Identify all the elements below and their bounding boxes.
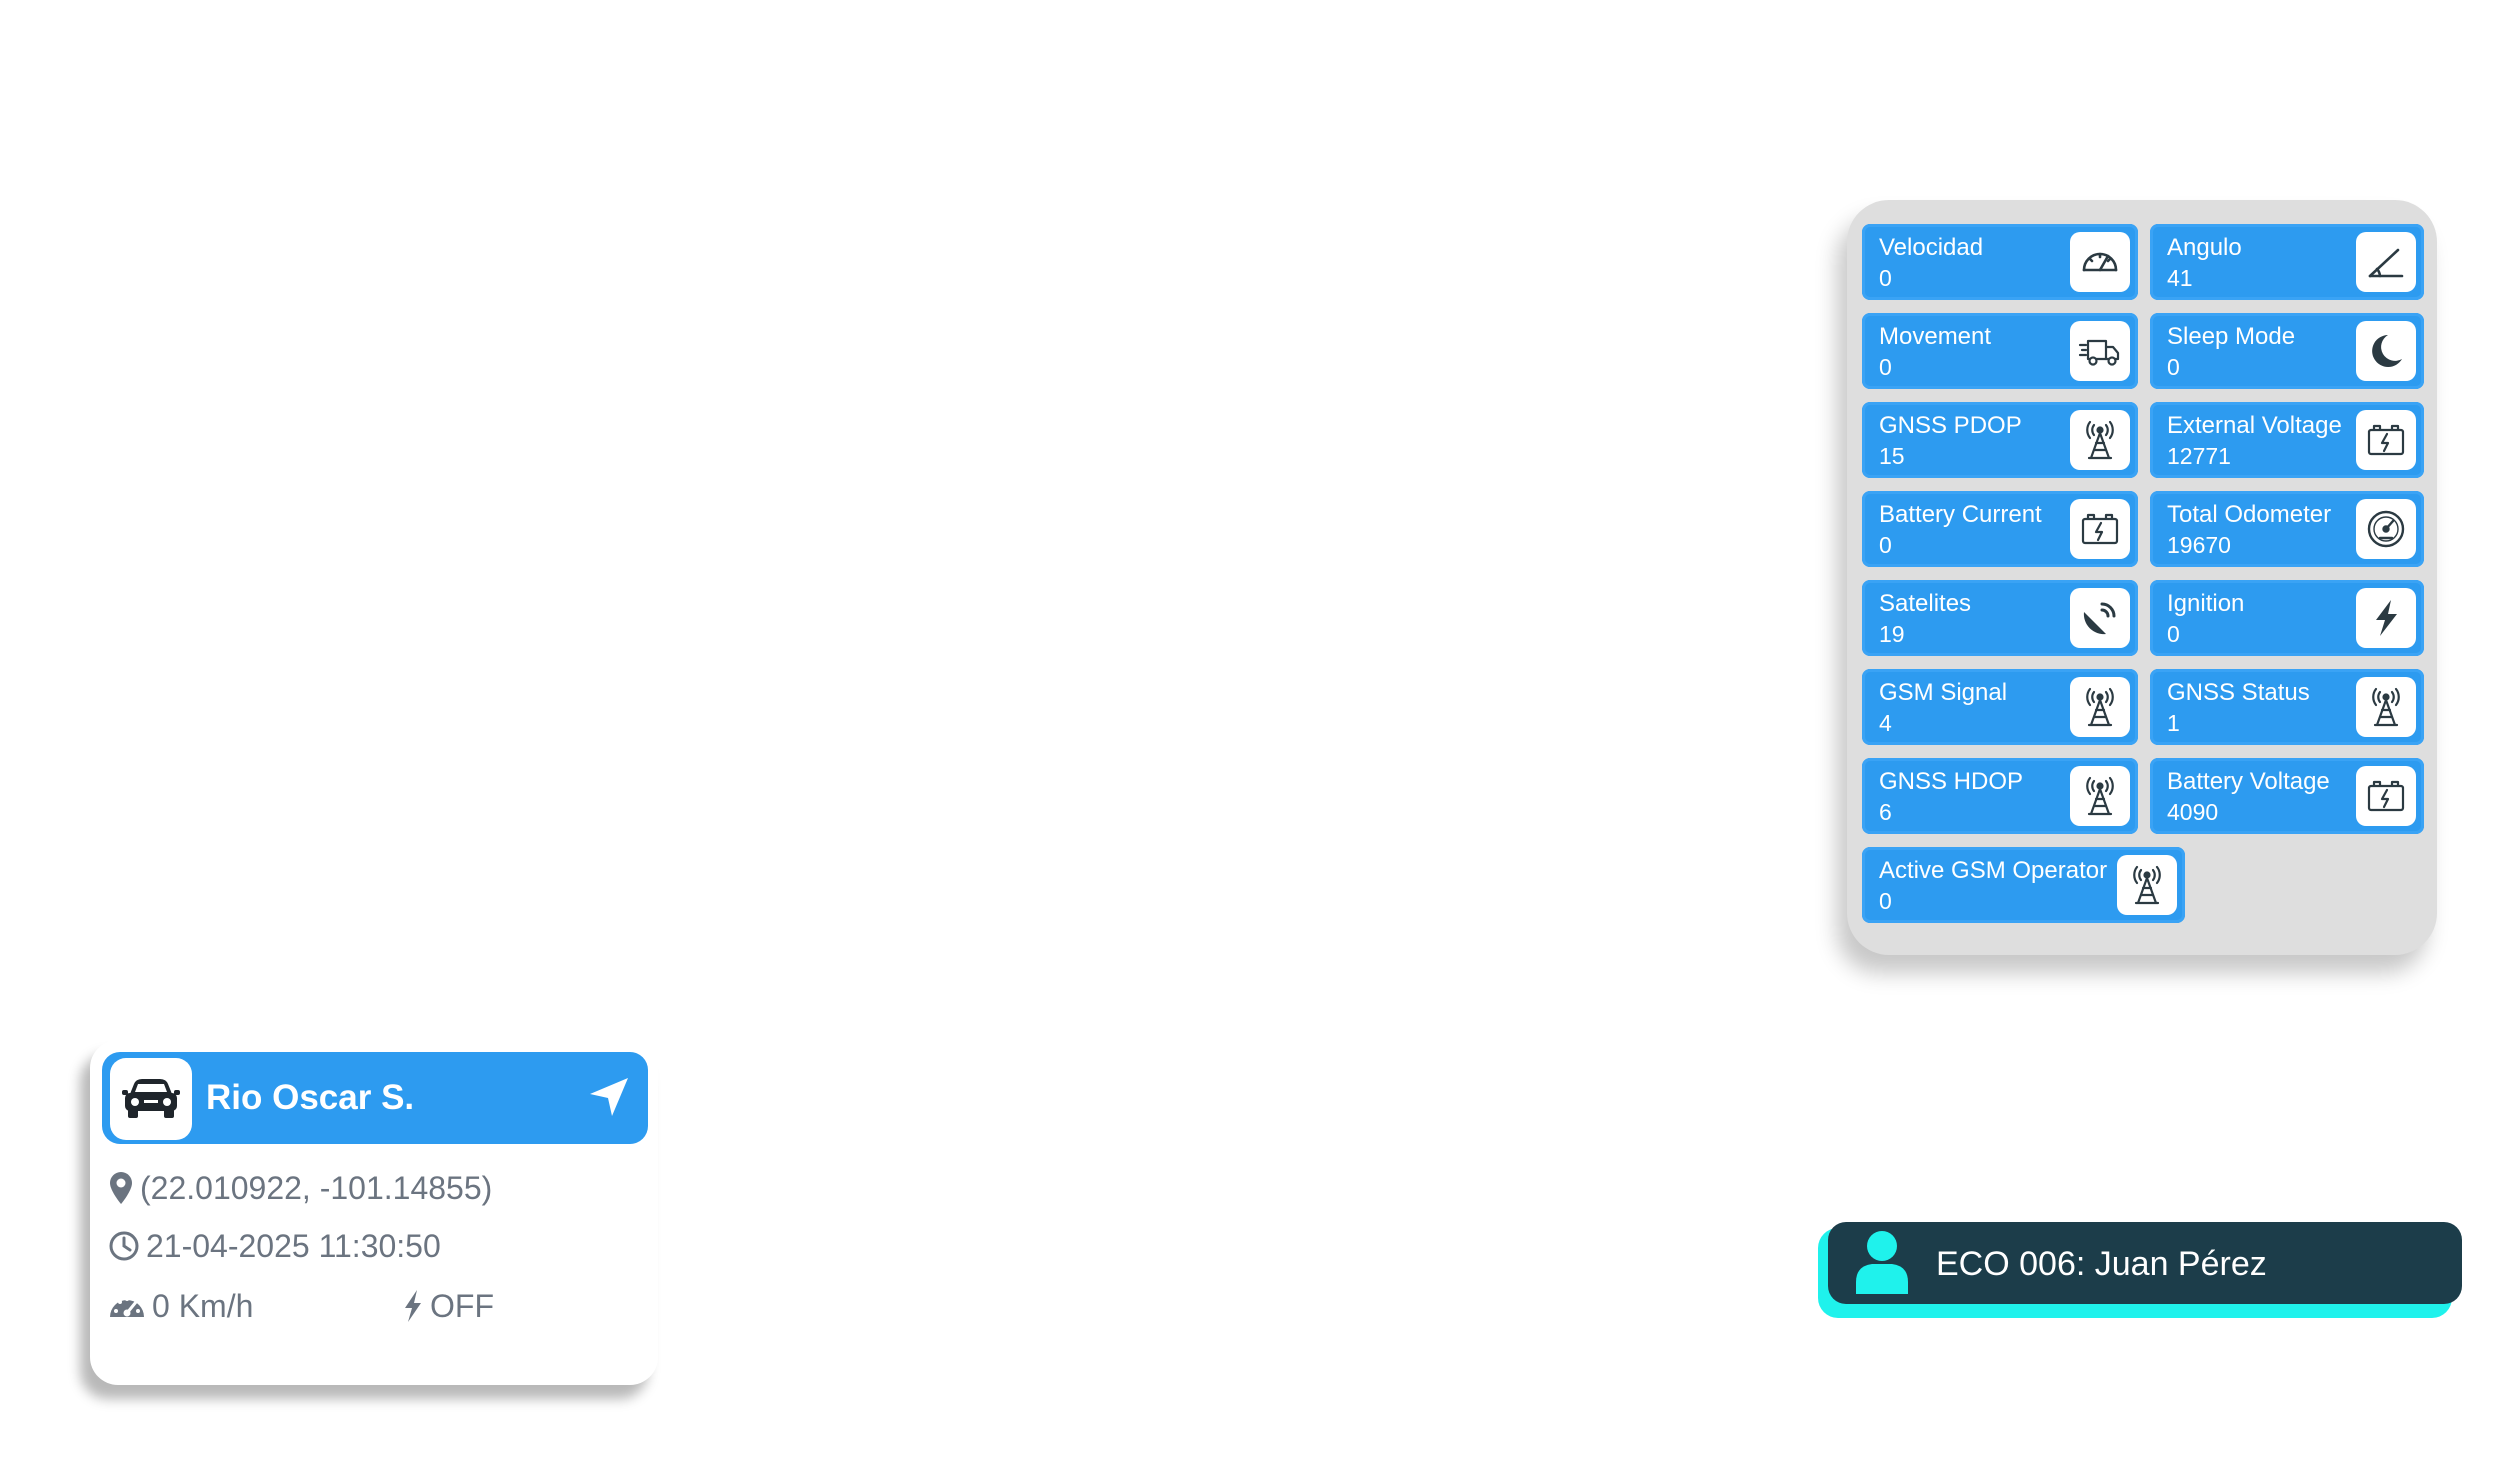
tile-value: 19 [1879,621,1905,647]
tile-label: GNSS Status [2167,679,2310,706]
tile-label: GNSS HDOP [1879,768,2024,795]
tile-value: 0 [1879,354,1892,380]
tile-label: Velocidad [1879,234,1984,261]
tile-label: Active GSM Operator [1879,857,2108,884]
vehicle-header[interactable]: Rio Oscar S. [102,1052,648,1144]
coordinates-text: (22.010922, -101.14855) [140,1170,493,1206]
antenna-tower-icon [2117,855,2177,915]
battery-icon [2356,766,2416,826]
truck-icon [2070,321,2130,381]
tile-ignition[interactable]: Ignition 0 [2150,580,2424,656]
tile-value: 4090 [2167,799,2219,825]
tile-label: Battery Current [1879,501,2042,528]
tile-label: GSM Signal [1879,679,2008,706]
clock-icon [109,1231,139,1261]
tile-total-odometer[interactable]: Total Odometer 19670 [2150,491,2424,567]
tile-label: Satelites [1879,590,1972,617]
map-pin-icon [110,1172,132,1204]
tile-value: 0 [2167,354,2180,380]
tile-battery-current[interactable]: Battery Current 0 [1862,491,2138,567]
tile-angulo[interactable]: Angulo 41 [2150,224,2424,300]
moon-icon [2356,321,2416,381]
antenna-tower-icon [2070,410,2130,470]
coordinates-row: (22.010922, -101.14855) [108,1170,492,1206]
car-icon [110,1058,192,1140]
tile-value: 15 [1879,443,1905,469]
tile-sleep-mode[interactable]: Sleep Mode 0 [2150,313,2424,389]
tile-velocidad[interactable]: Velocidad 0 [1862,224,2138,300]
bolt-icon [2356,588,2416,648]
driver-label: ECO 006: Juan Pérez [1936,1245,2267,1283]
tile-gnss-pdop[interactable]: GNSS PDOP 15 [1862,402,2138,478]
antenna-tower-icon [2070,677,2130,737]
antenna-tower-icon [2356,677,2416,737]
tile-value: 0 [2167,621,2180,647]
bolt-icon [405,1290,421,1322]
angle-icon [2356,232,2416,292]
speed-text: 0 Km/h [152,1288,254,1324]
tile-label: Ignition [2167,590,2245,617]
tile-gsm-signal[interactable]: GSM Signal 4 [1862,669,2138,745]
datetime-text: 21-04-2025 11:30:50 [146,1228,441,1264]
battery-icon [2356,410,2416,470]
tile-value: 0 [1879,532,1892,558]
tile-satelites[interactable]: Satelites 19 [1862,580,2138,656]
telemetry-panel: Velocidad 0 Angulo 41 Movement 0 [1847,200,2437,955]
tile-value: 19670 [2167,532,2231,558]
tile-label: Sleep Mode [2167,323,2296,350]
battery-icon [2070,499,2130,559]
tile-label: Total Odometer [2167,501,2332,528]
gauge-icon [2356,499,2416,559]
vehicle-card[interactable]: Rio Oscar S. (22.010922, -101.14855) 21-… [90,1040,658,1385]
vehicle-name: Rio Oscar S. [206,1078,415,1117]
ignition-text: OFF [430,1288,494,1324]
tile-value: 12771 [2167,443,2231,469]
tile-movement[interactable]: Movement 0 [1862,313,2138,389]
tile-active-gsm-operator[interactable]: Active GSM Operator 0 [1862,847,2185,923]
datetime-row: 21-04-2025 11:30:50 [108,1228,441,1264]
tile-value: 0 [1879,265,1892,291]
speedometer-icon [2070,232,2130,292]
tile-value: 0 [1879,888,1892,914]
tile-value: 6 [1879,799,1892,825]
tile-label: Angulo [2167,234,2242,261]
tile-value: 41 [2167,265,2193,291]
tile-gnss-status[interactable]: GNSS Status 1 [2150,669,2424,745]
tile-battery-voltage[interactable]: Battery Voltage 4090 [2150,758,2424,834]
tile-value: 1 [2167,710,2180,736]
driver-badge[interactable]: ECO 006: Juan Pérez [1818,1222,2462,1318]
tile-label: Movement [1879,323,1992,350]
tile-value: 4 [1879,710,1892,736]
tile-label: Battery Voltage [2167,768,2330,795]
speed-row: 0 Km/h [108,1288,253,1324]
satellite-dish-icon [2070,588,2130,648]
tile-label: GNSS PDOP [1879,412,2022,439]
navigation-arrow-icon[interactable] [586,1074,632,1120]
tile-label: External Voltage [2167,412,2342,439]
tile-external-voltage[interactable]: External Voltage 12771 [2150,402,2424,478]
user-icon [1856,1231,1908,1294]
driver-badge-panel: ECO 006: Juan Pérez [1828,1222,2462,1304]
tachometer-icon [110,1297,144,1317]
antenna-tower-icon [2070,766,2130,826]
ignition-row: OFF [402,1288,494,1324]
tile-gnss-hdop[interactable]: GNSS HDOP 6 [1862,758,2138,834]
